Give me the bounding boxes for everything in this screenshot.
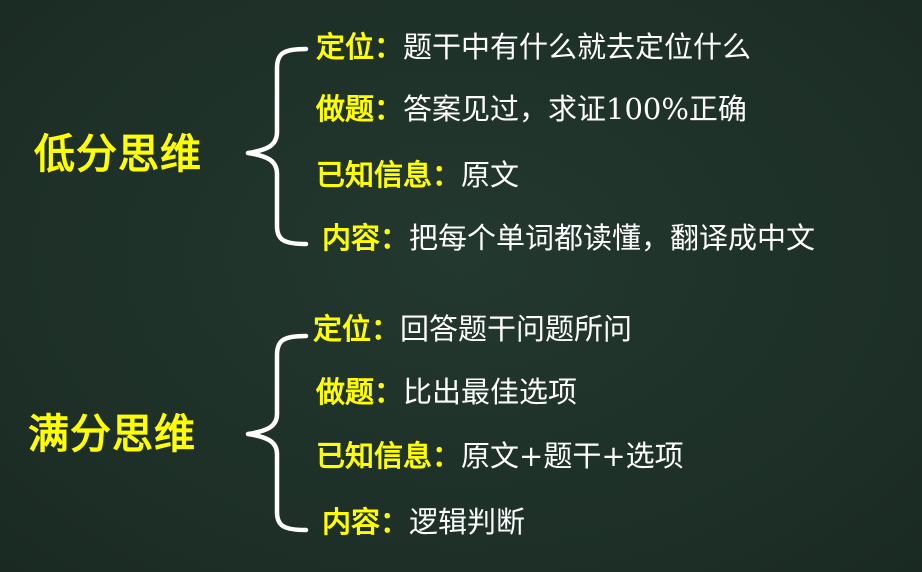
low-row-locate: 定位：题干中有什么就去定位什么 [316,33,751,62]
low-row-known-info: 已知信息：原文 [316,161,519,190]
row-value: 题干中有什么就去定位什么 [403,30,752,64]
row-key: 内容： [322,221,410,255]
full-row-known-info: 已知信息：原文+题干+选项 [316,442,684,471]
row-value: 逻辑判断 [409,505,526,539]
row-value: 回答题干问题所问 [400,312,633,346]
row-value: 比出最佳选项 [403,375,578,409]
full-score-thinking-title: 满分思维 [28,410,196,458]
row-key: 定位： [316,30,404,64]
row-key: 已知信息： [316,439,462,473]
row-value: 答案见过，求证100%正确 [403,92,747,126]
full-row-solve: 做题：比出最佳选项 [316,378,577,407]
row-value: 原文 [461,158,520,192]
row-key: 做题： [316,92,404,126]
row-value: 把每个单词都读懂，翻译成中文 [409,221,816,255]
low-score-thinking-title: 低分思维 [34,130,202,178]
row-key: 已知信息： [316,158,462,192]
row-value: 原文+题干+选项 [461,439,684,473]
row-key: 定位： [313,312,401,346]
row-key: 做题： [316,375,404,409]
row-key: 内容： [322,505,410,539]
full-row-locate: 定位：回答题干问题所问 [313,315,632,344]
full-row-content: 内容：逻辑判断 [322,508,525,537]
low-row-content: 内容：把每个单词都读懂，翻译成中文 [322,224,815,253]
low-row-solve: 做题：答案见过，求证100%正确 [316,95,747,124]
